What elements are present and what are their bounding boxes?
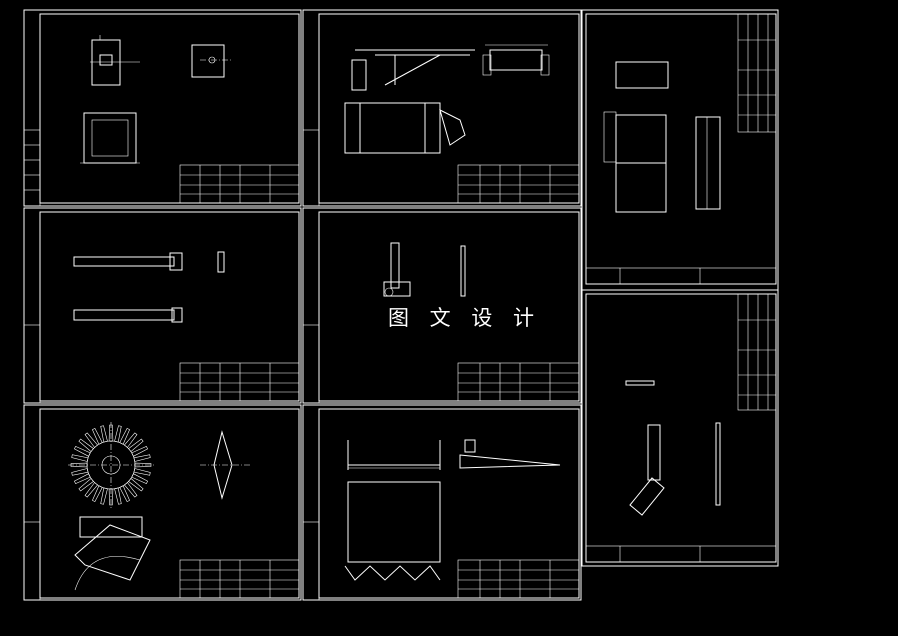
title-block — [179, 559, 300, 599]
gear-tooth — [71, 454, 89, 462]
gear-tooth — [123, 432, 138, 448]
sheet-tine-frame — [302, 404, 582, 601]
title-block — [457, 559, 580, 599]
gear-tooth — [100, 487, 108, 505]
gear-tooth — [74, 446, 91, 457]
title-block — [179, 164, 300, 204]
gear-tooth — [92, 428, 103, 445]
sheet-roller-parts — [302, 207, 582, 404]
title-block — [457, 362, 580, 402]
gear-tooth — [128, 438, 144, 453]
gear-tooth — [133, 468, 151, 476]
sheet-hopper-assembly — [581, 9, 779, 291]
gear-tooth — [78, 477, 94, 492]
gear-tooth — [119, 428, 130, 445]
sheet-frame-assembly — [302, 9, 582, 207]
gear-tooth — [100, 425, 108, 443]
sheet-link-parts — [581, 289, 779, 567]
gear-tooth — [131, 473, 148, 484]
gear-tooth — [71, 468, 89, 476]
sheet-bevel-gear — [23, 404, 302, 601]
gear-tooth — [119, 485, 130, 502]
title-block — [585, 13, 777, 285]
gear-tooth — [131, 446, 148, 457]
title-block — [179, 362, 300, 402]
gear-tooth — [84, 432, 99, 448]
sheet-bracket-blocks — [23, 9, 302, 207]
gear-tooth — [114, 425, 122, 443]
gear-tooth — [133, 454, 151, 462]
sheet-shafts — [23, 207, 302, 404]
gear-tooth — [114, 487, 122, 505]
watermark-text: 图 文 设 计 — [388, 306, 542, 330]
gear-tooth — [92, 485, 103, 502]
gear-tooth — [128, 477, 144, 492]
title-block — [457, 164, 580, 204]
gear-tooth — [74, 473, 91, 484]
gear-tooth — [78, 438, 94, 453]
gear-tooth — [84, 482, 99, 498]
gear-tooth — [123, 482, 138, 498]
title-block — [585, 293, 777, 563]
